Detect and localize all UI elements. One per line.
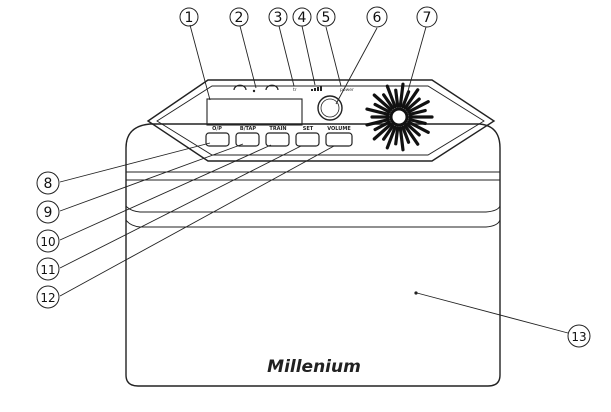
callout-7: 7 (416, 6, 438, 28)
speaker-slot (373, 120, 391, 132)
sensor-right-icon (265, 84, 279, 91)
svg-text:11: 11 (40, 263, 55, 277)
speaker-slot (394, 88, 400, 108)
svg-text:B/TAP: B/TAP (240, 126, 257, 132)
callout-13: 13 (567, 324, 591, 348)
speaker-slot (398, 126, 405, 152)
speaker-slot (407, 120, 430, 134)
callout-4: 4 (292, 7, 312, 27)
volume-button[interactable]: VOLUME (325, 126, 353, 147)
speaker-slot (365, 107, 390, 116)
device-body: Millenium (125, 123, 501, 387)
svg-text:6: 6 (373, 10, 382, 26)
speaker-slot (385, 125, 397, 150)
speaker-slot (385, 84, 397, 109)
callout-2: 2 (229, 7, 249, 27)
button-row: O/P B/TAP TRAIN SET VOLUME (205, 126, 353, 147)
tr-label: tr (293, 87, 297, 93)
svg-text:9: 9 (44, 205, 53, 221)
speaker-slot (372, 122, 393, 141)
speaker-slot (408, 118, 427, 126)
speaker-slot (403, 88, 420, 110)
svg-text:O/P: O/P (212, 126, 222, 132)
callout-12: 12 (36, 285, 60, 309)
svg-text:TRAIN: TRAIN (269, 126, 286, 132)
speaker-slot (401, 125, 411, 144)
svg-text:5: 5 (322, 10, 331, 26)
speaker-center (389, 107, 409, 127)
speaker-grille (365, 82, 434, 152)
callout-3: 3 (268, 7, 288, 27)
speaker-slot (408, 108, 427, 116)
svg-text:7: 7 (423, 10, 432, 26)
svg-text:VOLUME: VOLUME (327, 126, 351, 132)
svg-text:2: 2 (235, 10, 244, 26)
volume-knob[interactable] (317, 95, 343, 121)
speaker-slot (372, 93, 393, 112)
speaker-slot (405, 97, 421, 112)
btap-button[interactable]: B/TAP (235, 126, 260, 147)
signal-bars-icon (311, 86, 322, 91)
op-button[interactable]: O/P (205, 126, 230, 147)
svg-text:SET: SET (303, 126, 314, 132)
speaker-slot (394, 126, 400, 146)
svg-text:10: 10 (40, 235, 55, 249)
set-button[interactable]: SET (295, 126, 320, 147)
speaker-slot (401, 90, 411, 109)
speaker-slot (382, 93, 395, 110)
svg-text:4: 4 (298, 10, 307, 26)
leader-lines (59, 24, 569, 334)
callout-5: 5 (316, 7, 336, 27)
callout-6: 6 (366, 6, 388, 28)
speaker-slot (365, 118, 390, 127)
callout-9: 9 (36, 200, 60, 224)
train-button[interactable]: TRAIN (265, 126, 290, 147)
speaker-slot (405, 122, 421, 137)
svg-text:8: 8 (44, 176, 53, 192)
callout-1: 1 (179, 7, 199, 27)
svg-text:13: 13 (571, 330, 586, 344)
svg-text:1: 1 (185, 10, 194, 26)
callout-markers: 1 2 3 4 5 6 7 8 9 10 11 12 13 (36, 6, 591, 348)
sensor-left-icon (233, 84, 247, 91)
lcd-display (206, 98, 303, 126)
callout-8: 8 (36, 171, 60, 195)
brand-logo: Millenium (267, 357, 361, 377)
top-panel: tr power (146, 79, 496, 162)
svg-text:12: 12 (40, 291, 55, 305)
speaker-slot (403, 124, 420, 146)
speaker-slot (382, 124, 395, 141)
power-label: power (340, 87, 354, 93)
speaker-slot (398, 82, 405, 108)
callout-11: 11 (36, 257, 60, 281)
speaker-slot (407, 100, 430, 114)
svg-text:3: 3 (274, 10, 283, 26)
speaker-slot (373, 102, 391, 114)
callout-10: 10 (36, 229, 60, 253)
